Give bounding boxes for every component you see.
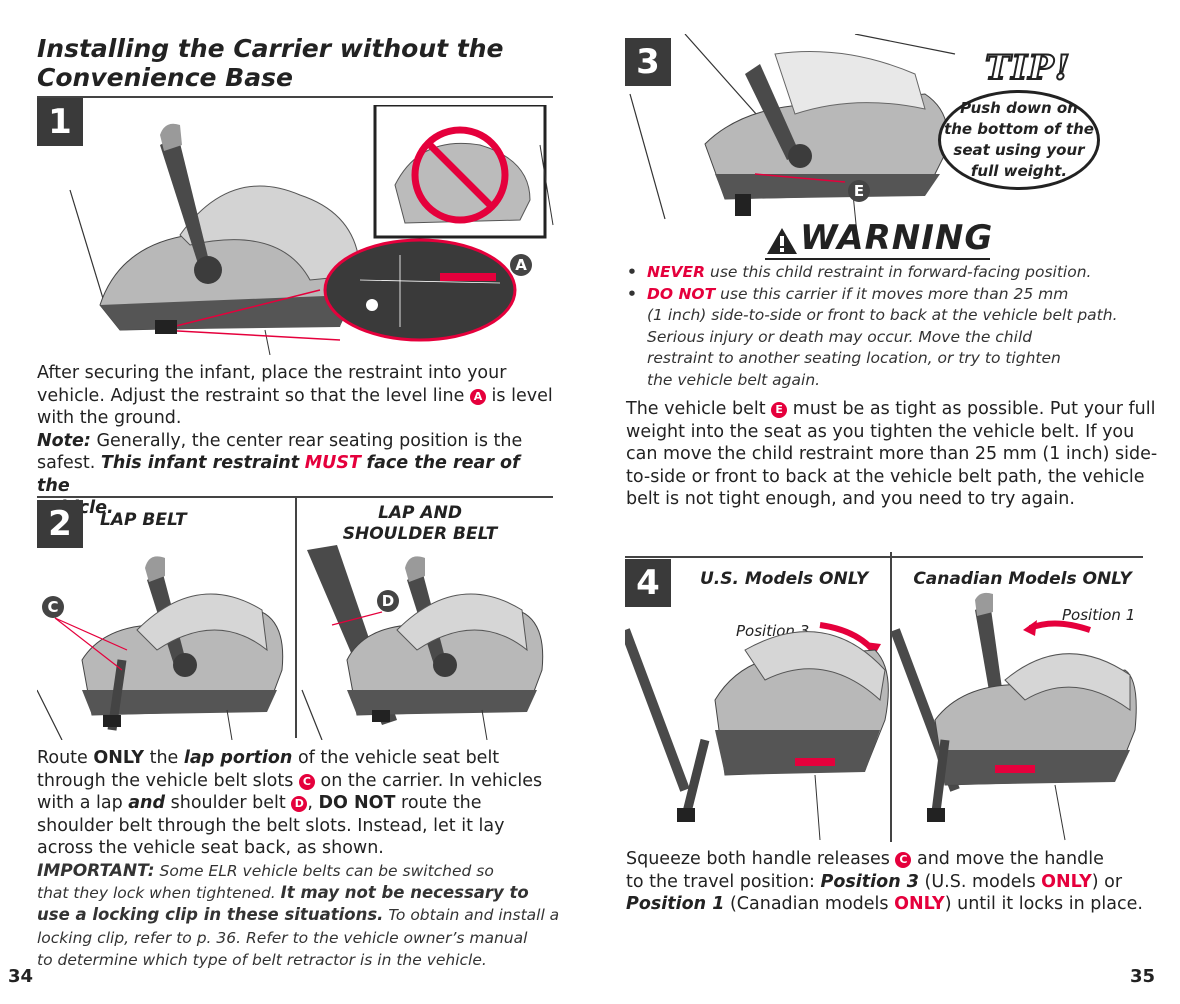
warning-title: WARNING: [800, 218, 994, 258]
letter-d-icon: D: [291, 796, 308, 812]
callout-e: E: [848, 180, 870, 202]
title-rule: [37, 96, 553, 98]
belt-tightness-text: The vehicle belt E must be as tight as p…: [626, 399, 1158, 509]
step-4-divider: [890, 552, 892, 842]
step-2-illustration: [37, 545, 544, 740]
canadian-models-heading: Canadian Models ONLY: [913, 569, 1132, 589]
letter-e-icon: E: [771, 402, 788, 418]
warning-item-1: •NEVER use this child restraint in forwa…: [627, 263, 1092, 281]
step-4-text: Squeeze both handle releases C and move …: [626, 849, 1143, 914]
tip-bubble: [938, 90, 1100, 190]
step-2-text: Route ONLY the lap portion of the vehicl…: [37, 748, 543, 858]
step-1-illustration: [69, 105, 554, 355]
step-3-illustration: [629, 34, 956, 234]
letter-c-icon: C: [895, 852, 912, 868]
warning-triangle-icon: [767, 228, 797, 254]
step-2-badge: 2: [37, 500, 83, 548]
callout-d: D: [377, 590, 399, 612]
warning-list: •NEVER use this child restraint in forwa…: [627, 262, 1167, 391]
position-1-label: Position 1: [1062, 606, 1136, 624]
lap-shoulder-heading: LAP AND SHOULDER BELT: [342, 503, 498, 544]
step-4-illustration: [625, 592, 1137, 841]
tip-heading: TIP!: [984, 47, 1071, 89]
page-number-left: 34: [8, 966, 34, 987]
warning-item-2: •DO NOT use this carrier if it moves mor…: [627, 284, 1118, 389]
step-1-text: After securing the infant, place the res…: [37, 363, 553, 518]
callout-c: C: [42, 596, 64, 618]
us-models-heading: U.S. Models ONLY: [700, 569, 869, 589]
step-2-divider: [295, 498, 297, 738]
page-title: Installing the Carrier without the Conve…: [37, 34, 504, 92]
letter-c-icon: C: [298, 773, 315, 790]
step-2-rule: [37, 496, 553, 498]
step-4-rule: [625, 556, 1143, 558]
callout-a: A: [510, 254, 532, 276]
page-number-right: 35: [1130, 966, 1156, 987]
step-3-badge: 3: [625, 38, 671, 86]
lap-belt-heading: LAP BELT: [100, 510, 187, 530]
step-1-badge: 1: [37, 98, 83, 146]
tip-text: Push down on the bottom of the seat usin…: [944, 99, 1094, 180]
important-note: IMPORTANT: Some ELR vehicle belts can be…: [37, 861, 560, 969]
warning-underline: [765, 258, 990, 260]
step-4-badge: 4: [625, 559, 671, 607]
letter-a-icon: A: [469, 388, 486, 405]
